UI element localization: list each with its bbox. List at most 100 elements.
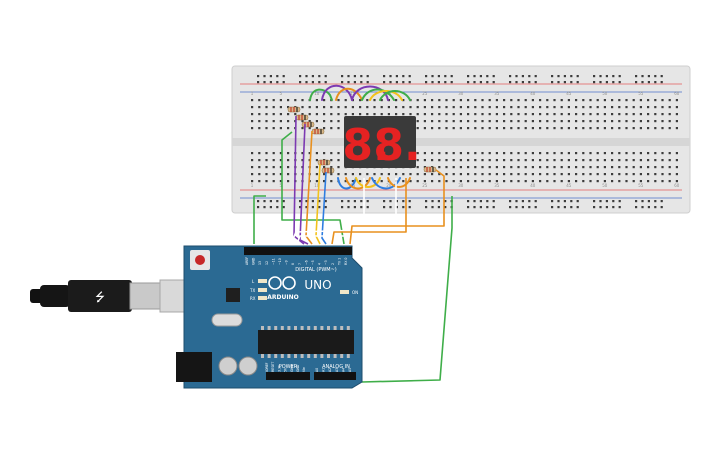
breadboard-hole[interactable]	[661, 120, 664, 123]
breadboard-hole[interactable]	[668, 99, 671, 102]
breadboard-hole[interactable]	[337, 106, 340, 109]
rail-hole[interactable]	[347, 75, 350, 78]
rail-hole[interactable]	[263, 206, 266, 209]
breadboard-hole[interactable]	[589, 180, 592, 183]
breadboard-hole[interactable]	[603, 159, 606, 162]
rail-hole[interactable]	[528, 81, 531, 84]
breadboard-hole[interactable]	[279, 159, 282, 162]
breadboard-hole[interactable]	[625, 173, 628, 176]
breadboard-hole[interactable]	[546, 166, 549, 169]
rail-hole[interactable]	[311, 200, 314, 203]
breadboard-hole[interactable]	[416, 166, 419, 169]
breadboard-hole[interactable]	[467, 120, 470, 123]
breadboard-hole[interactable]	[596, 173, 599, 176]
breadboard-hole[interactable]	[423, 120, 426, 123]
usb-cable[interactable]: ⭍	[30, 279, 201, 313]
rail-hole[interactable]	[402, 81, 405, 84]
breadboard-hole[interactable]	[431, 120, 434, 123]
rail-hole[interactable]	[479, 81, 482, 84]
breadboard-hole[interactable]	[344, 106, 347, 109]
rail-hole[interactable]	[521, 206, 524, 209]
breadboard-hole[interactable]	[582, 159, 585, 162]
breadboard-hole[interactable]	[560, 113, 563, 116]
breadboard-hole[interactable]	[301, 152, 304, 155]
rail-hole[interactable]	[528, 75, 531, 78]
breadboard-hole[interactable]	[251, 180, 254, 183]
rail-hole[interactable]	[654, 81, 657, 84]
breadboard-hole[interactable]	[481, 180, 484, 183]
breadboard-hole[interactable]	[445, 99, 448, 102]
rail-hole[interactable]	[269, 206, 272, 209]
breadboard-hole[interactable]	[625, 113, 628, 116]
rail-hole[interactable]	[276, 81, 279, 84]
breadboard-hole[interactable]	[596, 159, 599, 162]
breadboard-hole[interactable]	[567, 127, 570, 130]
breadboard-hole[interactable]	[675, 166, 678, 169]
breadboard-hole[interactable]	[510, 159, 513, 162]
breadboard-hole[interactable]	[618, 99, 621, 102]
breadboard-hole[interactable]	[531, 106, 534, 109]
breadboard-hole[interactable]	[618, 113, 621, 116]
wire-blue[interactable]	[371, 177, 401, 190]
breadboard-hole[interactable]	[632, 159, 635, 162]
breadboard-hole[interactable]	[589, 166, 592, 169]
rail-hole[interactable]	[263, 81, 266, 84]
breadboard-hole[interactable]	[495, 127, 498, 130]
breadboard-hole[interactable]	[351, 106, 354, 109]
breadboard-hole[interactable]	[438, 159, 441, 162]
breadboard-hole[interactable]	[323, 99, 326, 102]
rail-hole[interactable]	[408, 75, 411, 78]
breadboard-hole[interactable]	[675, 106, 678, 109]
rail-hole[interactable]	[557, 81, 560, 84]
rail-hole[interactable]	[366, 75, 369, 78]
breadboard-hole[interactable]	[416, 173, 419, 176]
breadboard-hole[interactable]	[431, 113, 434, 116]
breadboard-hole[interactable]	[546, 113, 549, 116]
wire-yellow[interactable]	[355, 177, 381, 188]
breadboard-hole[interactable]	[251, 120, 254, 123]
rail-hole[interactable]	[437, 81, 440, 84]
breadboard-hole[interactable]	[409, 180, 412, 183]
rail-hole[interactable]	[570, 206, 573, 209]
rail-hole[interactable]	[593, 75, 596, 78]
breadboard-hole[interactable]	[474, 120, 477, 123]
rail-hole[interactable]	[635, 200, 638, 203]
breadboard-hole[interactable]	[495, 180, 498, 183]
breadboard-hole[interactable]	[265, 120, 268, 123]
breadboard-hole[interactable]	[639, 127, 642, 130]
rail-hole[interactable]	[576, 200, 579, 203]
breadboard-hole[interactable]	[452, 159, 455, 162]
breadboard-hole[interactable]	[459, 113, 462, 116]
breadboard-hole[interactable]	[596, 180, 599, 183]
breadboard-hole[interactable]	[488, 120, 491, 123]
breadboard-hole[interactable]	[279, 113, 282, 116]
rail-hole[interactable]	[467, 200, 470, 203]
breadboard-hole[interactable]	[632, 99, 635, 102]
rail-hole[interactable]	[660, 75, 663, 78]
breadboard-hole[interactable]	[323, 166, 326, 169]
breadboard-hole[interactable]	[366, 180, 369, 183]
rail-hole[interactable]	[276, 206, 279, 209]
breadboard-hole[interactable]	[459, 180, 462, 183]
breadboard-hole[interactable]	[596, 113, 599, 116]
breadboard-hole[interactable]	[431, 180, 434, 183]
arduino-uno-board[interactable]: L TX RX ON ARDUINO UNO DIGITAL (PWM~) PO…	[176, 245, 363, 389]
breadboard-hole[interactable]	[503, 127, 506, 130]
breadboard-hole[interactable]	[474, 99, 477, 102]
breadboard-hole[interactable]	[560, 106, 563, 109]
rail-hole[interactable]	[299, 81, 302, 84]
breadboard-hole[interactable]	[459, 106, 462, 109]
rail-hole[interactable]	[389, 200, 392, 203]
rail-hole[interactable]	[551, 75, 554, 78]
rail-hole[interactable]	[347, 81, 350, 84]
breadboard-hole[interactable]	[459, 173, 462, 176]
breadboard-hole[interactable]	[603, 106, 606, 109]
rail-hole[interactable]	[318, 206, 321, 209]
rail-hole[interactable]	[515, 81, 518, 84]
breadboard-hole[interactable]	[265, 173, 268, 176]
rail-hole[interactable]	[257, 75, 260, 78]
breadboard-hole[interactable]	[553, 152, 556, 155]
breadboard-hole[interactable]	[265, 152, 268, 155]
rail-hole[interactable]	[641, 206, 644, 209]
rail-hole[interactable]	[431, 75, 434, 78]
